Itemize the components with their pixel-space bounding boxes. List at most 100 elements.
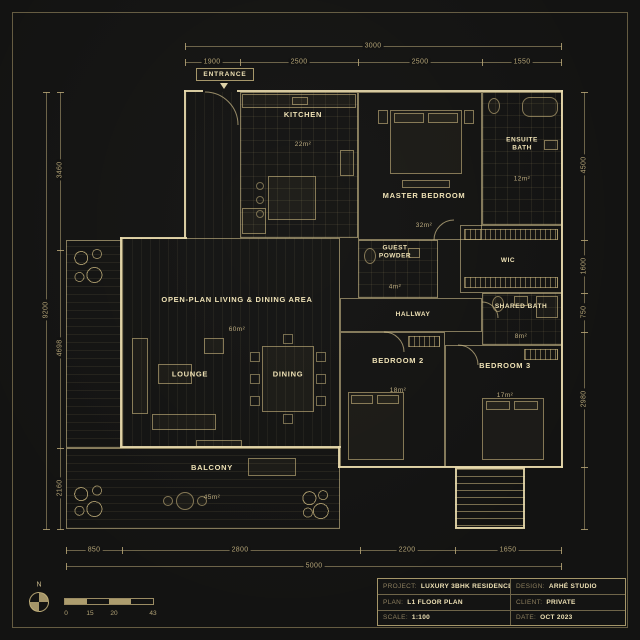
dim-value: 750 [580,303,588,321]
pillow [351,395,373,404]
pillow [486,401,510,410]
room-master-bedroom [358,92,482,240]
plant-icon [68,242,112,292]
room-area: 45m² [203,494,221,502]
room-area: 17m² [496,392,514,400]
label-bedroom-2: BEDROOM 2 18m² [372,334,424,418]
dining-chair [283,334,293,344]
dim-value: 4500 [580,154,588,176]
pillow [394,113,424,123]
wardrobe-rail [464,277,558,288]
dim-value: 1650 [497,546,519,554]
title-block-cell: DATE: OCT 2023 [510,609,625,625]
sheet-border [12,12,628,628]
title-block-cell: SCALE: 1:100 [378,609,510,625]
label-shared-bath: SHARED BATH 8m² [495,281,547,363]
pillow [514,401,538,410]
room-living-dining [122,238,340,448]
bar-stool [256,210,264,218]
label-balcony: BALCONY 45m² [191,441,233,525]
dim-line-bottom-segments [66,547,562,554]
wall-segment [122,446,341,448]
room-name: BEDROOM 3 [479,360,531,370]
dining-table [262,346,314,412]
wall-segment [120,237,187,239]
field-value: 1:100 [411,614,431,622]
label-ensuite-bath: ENSUITE BATH 12m² [506,114,538,205]
plant-icon [298,486,336,524]
patio-chair [197,496,207,506]
room-name: LOUNGE [171,368,209,378]
scale-bar-segment [109,599,131,604]
dim-value: 2500 [288,58,310,66]
room-area: 4m² [388,283,402,291]
dim-value: 3000 [362,42,384,50]
kitchen-island [268,176,316,220]
field-label: CLIENT: [516,598,543,606]
entrance-label: ENTRANCE [196,68,254,81]
bar-stool [256,196,264,204]
field-label: SCALE: [383,614,408,622]
field-value: LUXURY 3BHK RESIDENCE [420,583,510,591]
room-name: MASTER BEDROOM [382,190,466,200]
field-value: PRIVATE [546,598,576,606]
scale-bar-value: 0 [64,610,68,617]
room-name: BALCONY [191,462,233,472]
dim-tick [57,250,64,251]
dim-value: 2980 [580,388,588,410]
scale-bar-value: 15 [86,610,94,617]
dining-chair [250,374,260,384]
pillow [428,113,458,123]
stove-hob [340,150,354,176]
dim-tick [581,467,588,468]
dining-chair [316,352,326,362]
title-block-cell: PROJECT: LUXURY 3BHK RESIDENCE [378,579,510,594]
coffee-table [158,364,192,384]
label-dining: DINING [273,347,303,400]
bath-sink [514,296,528,306]
room-name: GUEST POWDER [378,244,412,260]
wall-segment [237,90,563,92]
shower-tray [536,296,558,318]
dining-chair [250,352,260,362]
north-compass-icon [29,592,49,612]
room-area: 8m² [514,332,528,340]
bar-stool [256,182,264,190]
label-guest-powder: GUEST POWDER 4m² [379,222,411,313]
label-bedroom-3: BEDROOM 3 17m² [479,339,531,423]
wardrobe-rail [464,229,558,240]
label-hallway: HALLWAY [396,289,431,341]
pillow [377,395,399,404]
title-block-cell: CLIENT: PRIVATE [510,594,625,610]
label-living-dining: OPEN-PLAN LIVING & DINING AREA 60m² [161,273,312,357]
room-name: BEDROOM 2 [372,355,424,365]
room-hallway [340,298,482,332]
dim-tick [581,240,588,241]
dining-chair [283,414,293,424]
field-label: PLAN: [383,598,404,606]
plant-icon [68,480,112,524]
dim-tick [57,448,64,449]
field-value: L1 FLOOR PLAN [407,598,463,606]
dim-value: 2200 [396,546,418,554]
wall-segment [338,466,563,468]
room-area: 60m² [228,326,246,334]
wall-segment [120,237,122,448]
room-area: 32m² [415,222,433,230]
toilet-icon [488,98,500,114]
dim-tick [581,293,588,294]
room-name: WIC [500,256,516,264]
room-ensuite-bath [482,92,562,225]
entrance-arrow-icon [220,83,228,89]
sofa [152,414,216,430]
dim-tick [581,332,588,333]
dim-value: 2160 [56,477,64,499]
dim-tick [358,59,359,66]
dim-line-top-segments [185,59,562,66]
room-area: 22m² [294,141,312,149]
nightstand [464,110,474,124]
dim-tick [122,547,123,554]
dim-value: 9200 [42,299,50,321]
